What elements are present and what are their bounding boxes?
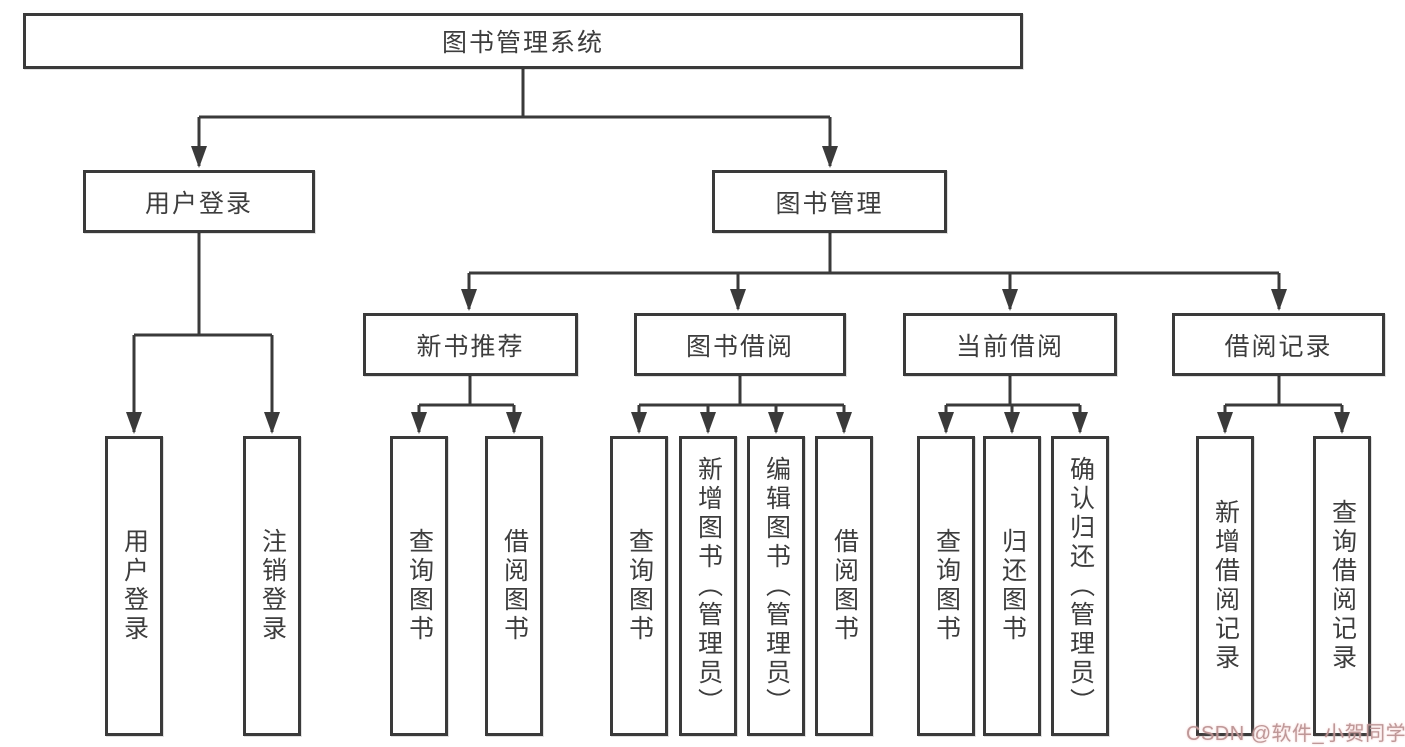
node-edit-books-admin: 编辑图书（管理员） (747, 436, 805, 736)
node-confirm-return-admin-label: 确认归还（管理员） (1066, 455, 1095, 717)
connector-borrow-records (1217, 376, 1350, 434)
node-query-books-current: 查询图书 (917, 436, 975, 736)
node-query-borrow-record: 查询借阅记录 (1313, 436, 1371, 736)
node-query-books-borrow-label: 查询图书 (625, 528, 654, 644)
node-user-login: 用户登录 (83, 170, 315, 233)
node-current-borrow: 当前借阅 (903, 313, 1117, 376)
node-logout: 注销登录 (243, 436, 301, 736)
node-return-books-label: 归还图书 (998, 528, 1027, 644)
node-borrow-records-label: 借阅记录 (1224, 332, 1333, 361)
connector-book-borrow (631, 376, 852, 434)
node-borrow-books-recommend-label: 借阅图书 (500, 528, 529, 644)
node-user-login-label: 用户登录 (144, 189, 253, 218)
csdn-watermark: CSDN @软件_小贺同学 (1186, 723, 1405, 745)
node-borrow-books-recommend: 借阅图书 (485, 436, 543, 736)
node-query-borrow-record-label: 查询借阅记录 (1328, 499, 1357, 673)
node-add-borrow-record-label: 新增借阅记录 (1211, 499, 1240, 673)
node-query-books-recommend-label: 查询图书 (405, 528, 434, 644)
node-query-books-borrow: 查询图书 (610, 436, 668, 736)
node-query-books-current-label: 查询图书 (932, 528, 961, 644)
node-new-book-recommend: 新书推荐 (363, 313, 578, 376)
node-current-borrow-label: 当前借阅 (955, 332, 1064, 361)
node-root: 图书管理系统 (23, 13, 1023, 69)
node-query-books-recommend: 查询图书 (390, 436, 448, 736)
node-root-label: 图书管理系统 (441, 29, 604, 57)
node-book-borrow: 图书借阅 (634, 313, 846, 376)
node-add-borrow-record: 新增借阅记录 (1196, 436, 1254, 736)
node-user-login-leaf-label: 用户登录 (120, 528, 149, 644)
node-book-borrow-label: 图书借阅 (685, 332, 794, 361)
node-add-books-admin-label: 新增图书（管理员） (694, 455, 723, 717)
node-borrow-books-label: 借阅图书 (830, 528, 859, 644)
node-confirm-return-admin: 确认归还（管理员） (1051, 436, 1109, 736)
node-return-books: 归还图书 (983, 436, 1041, 736)
node-logout-label: 注销登录 (258, 528, 287, 644)
connector-root (191, 69, 838, 168)
connector-new-book-recommend (411, 376, 522, 434)
node-book-management-label: 图书管理 (775, 189, 884, 218)
node-new-book-recommend-label: 新书推荐 (416, 332, 525, 361)
node-book-management: 图书管理 (712, 170, 947, 233)
connector-user-login (126, 233, 280, 434)
node-user-login-leaf: 用户登录 (105, 436, 163, 736)
node-add-books-admin: 新增图书（管理员） (679, 436, 737, 736)
connector-current-borrow (938, 376, 1088, 434)
node-borrow-records: 借阅记录 (1172, 313, 1385, 376)
node-borrow-books: 借阅图书 (815, 436, 873, 736)
connector-book-management (461, 233, 1287, 311)
node-edit-books-admin-label: 编辑图书（管理员） (762, 455, 791, 717)
